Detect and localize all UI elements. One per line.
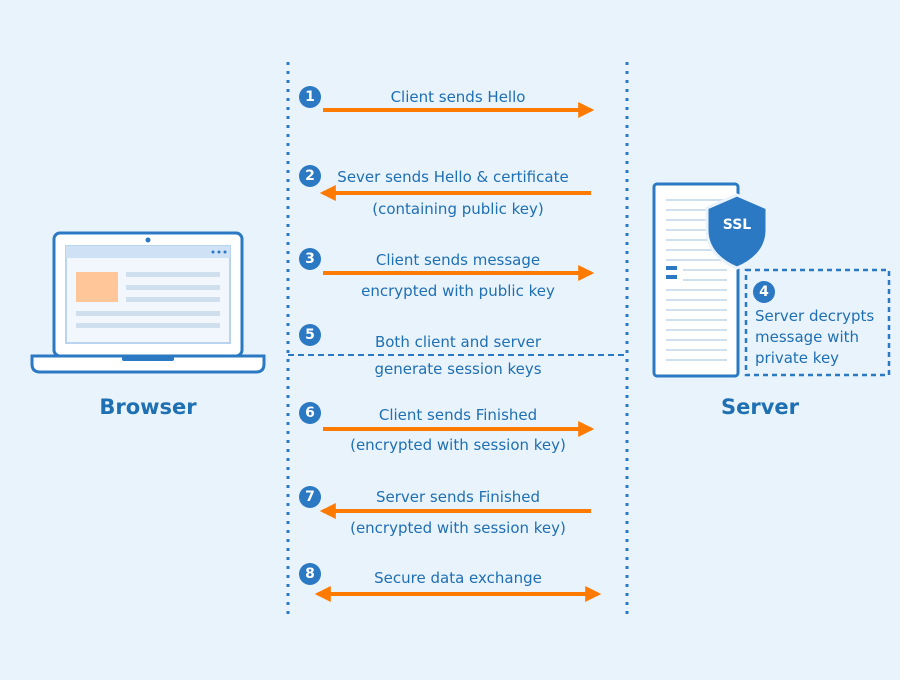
step-5-label-line2: generate session keys [374,360,542,378]
browser-label: Browser [99,395,197,419]
step-3-label-line1: Client sends message [375,251,541,269]
step-1-label: Client sends Hello [390,88,526,106]
step-5-label-line1: Both client and server [374,333,542,351]
step-5-badge: 5 [299,324,321,346]
step-7-label-line2: (encrypted with session key) [350,519,566,537]
step-4-label-line2: message with [755,328,860,346]
step-2-label-line2: (containing public key) [372,200,544,218]
step-4-badge: 4 [753,281,775,303]
step-2-label-line1: Sever sends Hello & certificate [337,168,569,186]
step-6-badge: 6 [299,402,321,424]
step-1-badge: 1 [299,86,321,108]
step-6-label-line1: Client sends Finished [378,406,538,424]
server-label: Server [720,395,799,419]
step-7-label-line1: Server sends Finished [375,488,541,506]
step-2-badge: 2 [299,165,321,187]
step-4-label-line1: Server decrypts [755,307,875,325]
step-8-label: Secure data exchange [374,569,542,587]
step-6-label-line2: (encrypted with session key) [350,436,566,454]
step-4-label-line3: private key [755,349,840,367]
ssl-badge-label: SSL [722,217,752,233]
server-decrypt-box [744,268,891,377]
step-3-badge: 3 [299,248,321,270]
step-8-badge: 8 [299,563,321,585]
step-3-label-line2: encrypted with public key [361,282,555,300]
laptop-icon [30,231,266,374]
shield-icon [705,193,769,270]
step-7-badge: 7 [299,486,321,508]
